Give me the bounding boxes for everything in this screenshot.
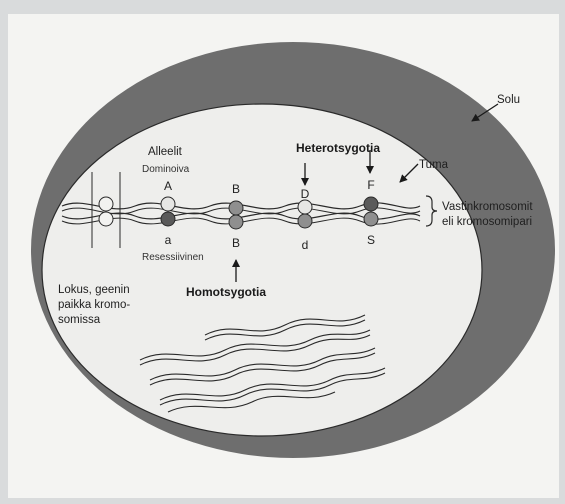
allele-letter-bottom: d bbox=[302, 238, 309, 252]
allele-letter-top: A bbox=[164, 179, 172, 193]
allele-letter-top: F bbox=[367, 178, 374, 192]
recessive-label: Resessiivinen bbox=[142, 252, 204, 263]
allele-F-circle bbox=[364, 197, 378, 211]
allele-letter-bottom: a bbox=[165, 233, 172, 247]
allele-B-top-circle bbox=[229, 201, 243, 215]
dominant-label: Dominoiva bbox=[142, 164, 190, 175]
allele-letter-bottom: S bbox=[367, 233, 375, 247]
homologous-label-line1: Vastinkromosomit bbox=[442, 201, 533, 213]
allele-S-circle bbox=[364, 212, 378, 226]
homozygosity-label: Homotsygotia bbox=[186, 285, 266, 299]
allele-d-circle bbox=[298, 214, 312, 228]
allele-D-circle bbox=[298, 200, 312, 214]
locus-allele-bottom bbox=[99, 212, 113, 226]
locus-label-line2: paikka kromo- bbox=[58, 299, 130, 311]
locus-label-line3: somissa bbox=[58, 314, 101, 326]
cell-nucleus bbox=[42, 104, 482, 436]
allele-letter-top: B bbox=[232, 182, 240, 196]
locus-label-line1: Lokus, geenin bbox=[58, 284, 130, 296]
heterozygosity-label: Heterotsygotia bbox=[296, 141, 380, 155]
homologous-label-line2: eli kromosomipari bbox=[442, 216, 532, 228]
alleles-label: Alleelit bbox=[148, 146, 183, 158]
nucleus-label: Tuma bbox=[419, 159, 449, 171]
cell-label: Solu bbox=[497, 94, 520, 106]
allele-letter-top: D bbox=[301, 187, 310, 201]
allele-B-bottom-circle bbox=[229, 215, 243, 229]
allele-a-circle bbox=[161, 212, 175, 226]
locus-allele-top bbox=[99, 197, 113, 211]
allele-A-circle bbox=[161, 197, 175, 211]
allele-letter-bottom: B bbox=[232, 236, 240, 250]
